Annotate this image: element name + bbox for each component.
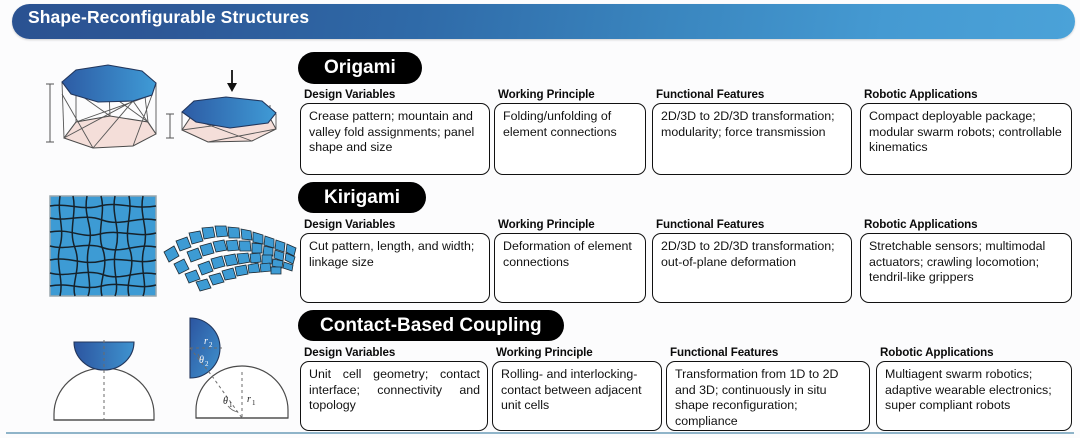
label-r1-sub: 1 [252,399,256,407]
box-principle-origami: Folding/unfolding of element connections [494,103,646,175]
badge-kirigami: Kirigami [298,182,427,213]
origami-collapsed-illustration [166,70,277,143]
col-design-origami: Design Variables Crease pattern; mountai… [300,88,490,175]
col-header-functional-features: Functional Features [656,218,765,231]
col-principle-origami: Working Principle Folding/unfolding of e… [494,88,646,175]
label-theta2-sub: 2 [205,360,209,368]
header-banner [12,4,1075,39]
section-origami: Origami Design Variables Crease pattern;… [0,46,1080,178]
col-header-working-principle: Working Principle [498,88,595,101]
section-kirigami: Kirigami Design Variables Cut pattern, l… [0,178,1080,306]
col-features-origami: Functional Features 2D/3D to 2D/3D trans… [652,88,852,175]
box-principle-contact: Rolling- and interlocking-contact betwee… [492,361,662,431]
label-r1: r [247,394,251,405]
box-principle-kirigami: Deformation of element connections [494,233,646,303]
page-title: Shape-Reconfigurable Structures [28,7,310,27]
col-features-contact: Functional Features Transformation from … [666,346,870,431]
col-principle-contact: Working Principle Rolling- and interlock… [492,346,662,431]
col-header-design-variables: Design Variables [304,218,396,231]
box-applications-origami: Compact deployable package; modular swar… [860,103,1072,175]
contact-domes-rotated-illustration: r 2 θ 2 θ 1 r 1 [189,317,289,419]
col-header-design-variables: Design Variables [304,346,396,359]
col-header-functional-features: Functional Features [656,88,765,101]
col-header-design-variables: Design Variables [304,88,396,101]
col-header-functional-features: Functional Features [670,346,779,359]
box-applications-contact: Multiagent swarm robotics; adaptive wear… [876,361,1072,431]
col-applications-kirigami: Robotic Applications Stretchable sensors… [860,218,1072,303]
section-contact-based-coupling: r 2 θ 2 θ 1 r 1 Contact-Based Coupling D… [0,306,1080,431]
label-r2: r [204,336,208,347]
figure-kirigami [10,178,297,306]
figure-contact-coupling: r 2 θ 2 θ 1 r 1 [10,306,295,430]
col-header-robotic-applications: Robotic Applications [864,218,978,231]
col-applications-origami: Robotic Applications Compact deployable … [860,88,1072,175]
down-arrow-icon [227,70,237,92]
col-header-working-principle: Working Principle [496,346,593,359]
box-design-origami: Crease pattern; mountain and valley fold… [300,103,490,175]
kirigami-flat-sheet-illustration [49,195,157,297]
box-features-origami: 2D/3D to 2D/3D transformation; modularit… [652,103,852,175]
bottom-divider [6,432,1074,434]
figure-origami [10,46,295,178]
col-features-kirigami: Functional Features 2D/3D to 2D/3D trans… [652,218,852,303]
col-design-contact: Design Variables Unit cell geometry; con… [300,346,488,431]
origami-expanded-illustration [46,64,157,149]
box-features-contact: Transformation from 1D to 2D and 3D; con… [666,361,870,431]
col-principle-kirigami: Working Principle Deformation of element… [494,218,646,303]
box-design-kirigami: Cut pattern, length, and width; linkage … [300,233,490,303]
badge-contact-based-coupling: Contact-Based Coupling [298,310,564,341]
label-r2-sub: 2 [209,341,213,349]
kirigami-deformed-mesh-illustration [163,225,297,292]
label-theta2: θ [199,355,204,366]
box-features-kirigami: 2D/3D to 2D/3D transformation; out-of-pl… [652,233,852,303]
col-header-robotic-applications: Robotic Applications [864,88,978,101]
col-header-robotic-applications: Robotic Applications [880,346,994,359]
label-theta1-sub: 1 [229,401,233,409]
col-design-kirigami: Design Variables Cut pattern, length, an… [300,218,490,303]
label-theta1: θ [223,396,228,407]
box-applications-kirigami: Stretchable sensors; multimodal actuator… [860,233,1072,303]
col-header-working-principle: Working Principle [498,218,595,231]
box-design-contact: Unit cell geometry; contact interface; c… [300,361,488,431]
contact-domes-aligned-illustration [53,340,155,421]
badge-origami: Origami [298,52,422,84]
col-applications-contact: Robotic Applications Multiagent swarm ro… [876,346,1072,431]
